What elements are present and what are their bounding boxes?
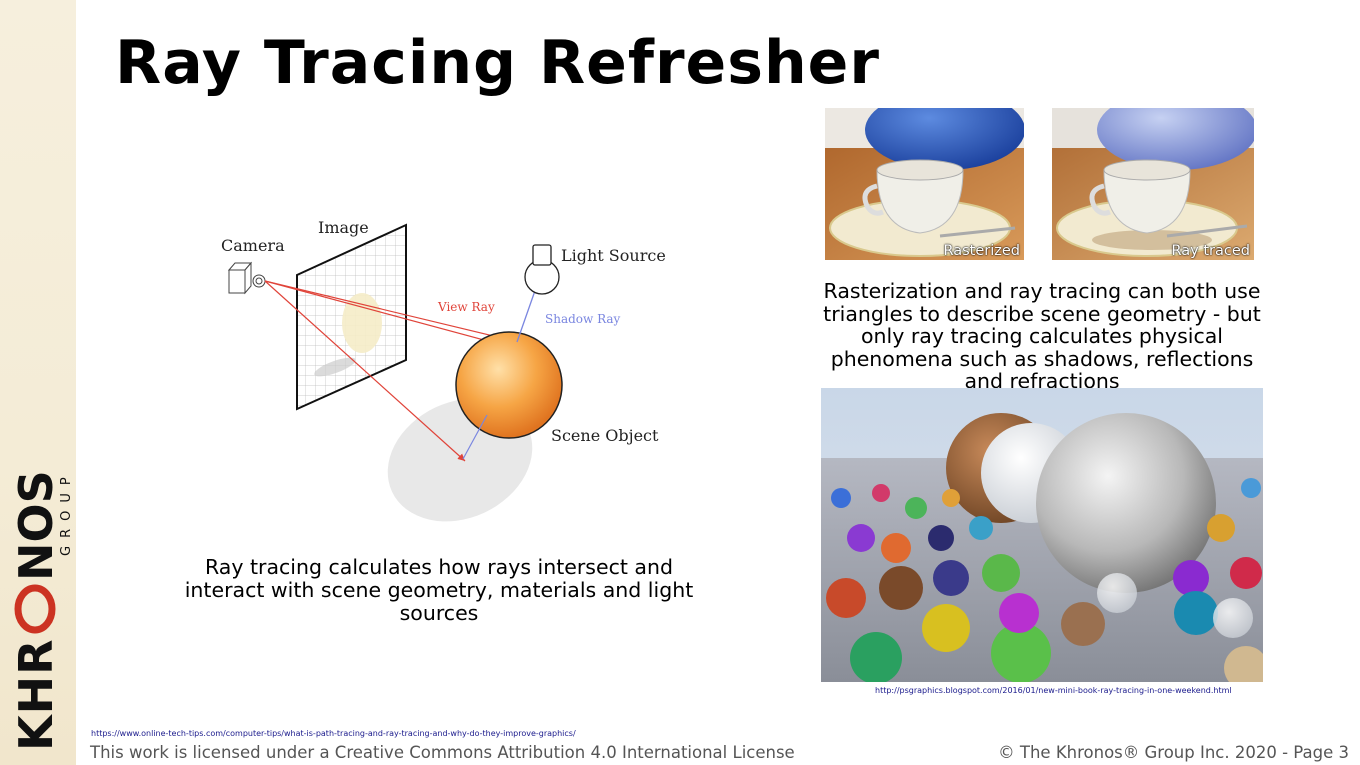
raytraced-label: Ray traced (1171, 243, 1250, 259)
rasterized-teapot-image: Rasterized (825, 108, 1024, 260)
image-shadow-spot (314, 357, 356, 377)
rasterized-label: Rasterized (943, 243, 1020, 259)
source-link-online-tech-tips[interactable]: https://www.online-tech-tips.com/compute… (91, 729, 576, 738)
view-ray-line (264, 280, 511, 342)
page-title: Ray Tracing Refresher (115, 28, 880, 98)
ray-tracing-diagram: Camera Image Light Source View Ray Shado… (221, 218, 666, 522)
label-view-ray: View Ray (437, 300, 495, 314)
raytraced-teapot-image: Ray traced (1052, 108, 1254, 260)
scene-sphere (455, 331, 563, 439)
label-light-source: Light Source (561, 246, 666, 265)
khronos-logo: KHR NOS GROUP (9, 469, 70, 751)
miss-ray-line (264, 280, 466, 462)
license-text: This work is licensed under a Creative C… (90, 743, 795, 762)
sidebar: KHR NOS GROUP (0, 0, 76, 765)
light-bulb-icon (524, 244, 560, 295)
svg-text:GROUP: GROUP (59, 469, 70, 556)
caption-ray-tracing: Ray tracing calculates how rays intersec… (184, 555, 694, 625)
shadow-ray-line-2 (462, 414, 488, 460)
shadow-ray-line (516, 284, 539, 343)
copyright-text: © The Khronos® Group Inc. 2020 - Page 3 (998, 743, 1349, 762)
label-shadow-ray: Shadow Ray (545, 312, 621, 326)
raytraced-spheres-image (821, 388, 1263, 682)
svg-text:KHR: KHR (9, 638, 63, 751)
caption-rasterization-vs-raytracing: Rasterization and ray tracing can both u… (823, 279, 1261, 393)
image-spot (342, 293, 382, 353)
label-image: Image (318, 218, 369, 237)
small-spheres (826, 478, 1263, 682)
label-scene-object: Scene Object (551, 426, 659, 445)
source-link-psgraphics[interactable]: http://psgraphics.blogspot.com/2016/01/n… (875, 686, 1232, 695)
svg-text:NOS: NOS (9, 470, 63, 581)
label-camera: Camera (221, 236, 285, 255)
camera-icon (227, 261, 266, 295)
view-ray-line-2 (264, 280, 511, 348)
